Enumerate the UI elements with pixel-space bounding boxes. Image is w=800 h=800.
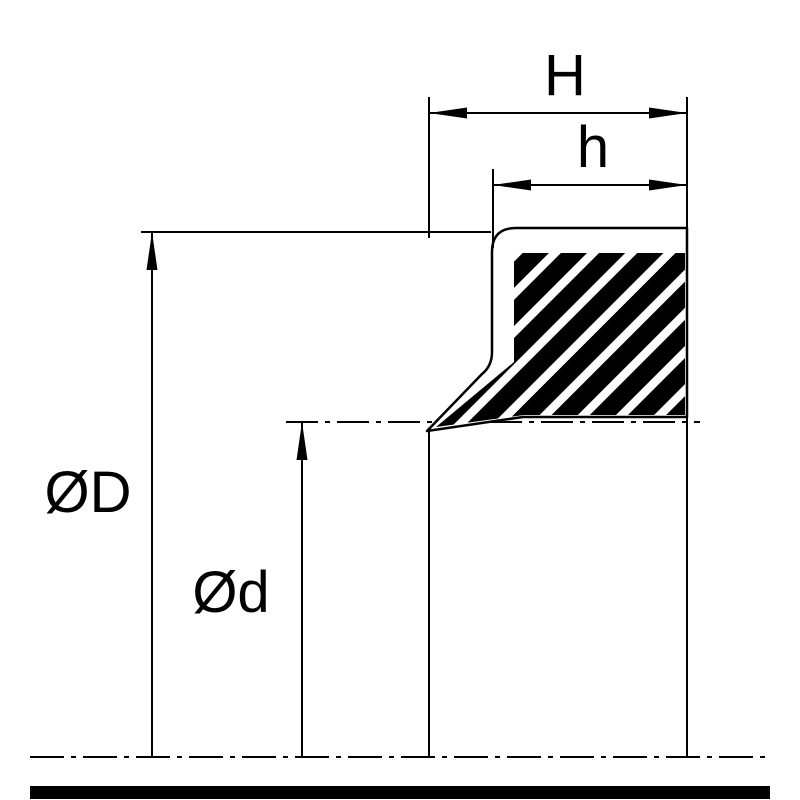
arrowhead-h-right — [649, 179, 687, 191]
seal-profile — [425, 226, 689, 433]
dim-label-OD: ØD — [45, 460, 132, 525]
dimension-h: h — [492, 115, 687, 248]
arrowhead-Od — [296, 422, 308, 460]
arrowhead-H-left — [429, 107, 467, 119]
dim-label-Od: Ød — [192, 560, 269, 625]
seal-outline — [425, 226, 689, 433]
seal-section-hatch — [436, 253, 685, 427]
dimension-H: H — [428, 43, 688, 238]
dim-label-H: H — [544, 43, 586, 108]
dimension-OD: ØD — [45, 231, 491, 757]
dimension-Od: Ød — [192, 422, 308, 757]
arrowhead-h-left — [493, 179, 531, 191]
ground-bar — [30, 786, 770, 799]
dim-label-h: h — [577, 115, 609, 180]
arrowhead-H-right — [649, 107, 687, 119]
arrowhead-OD — [146, 232, 158, 270]
